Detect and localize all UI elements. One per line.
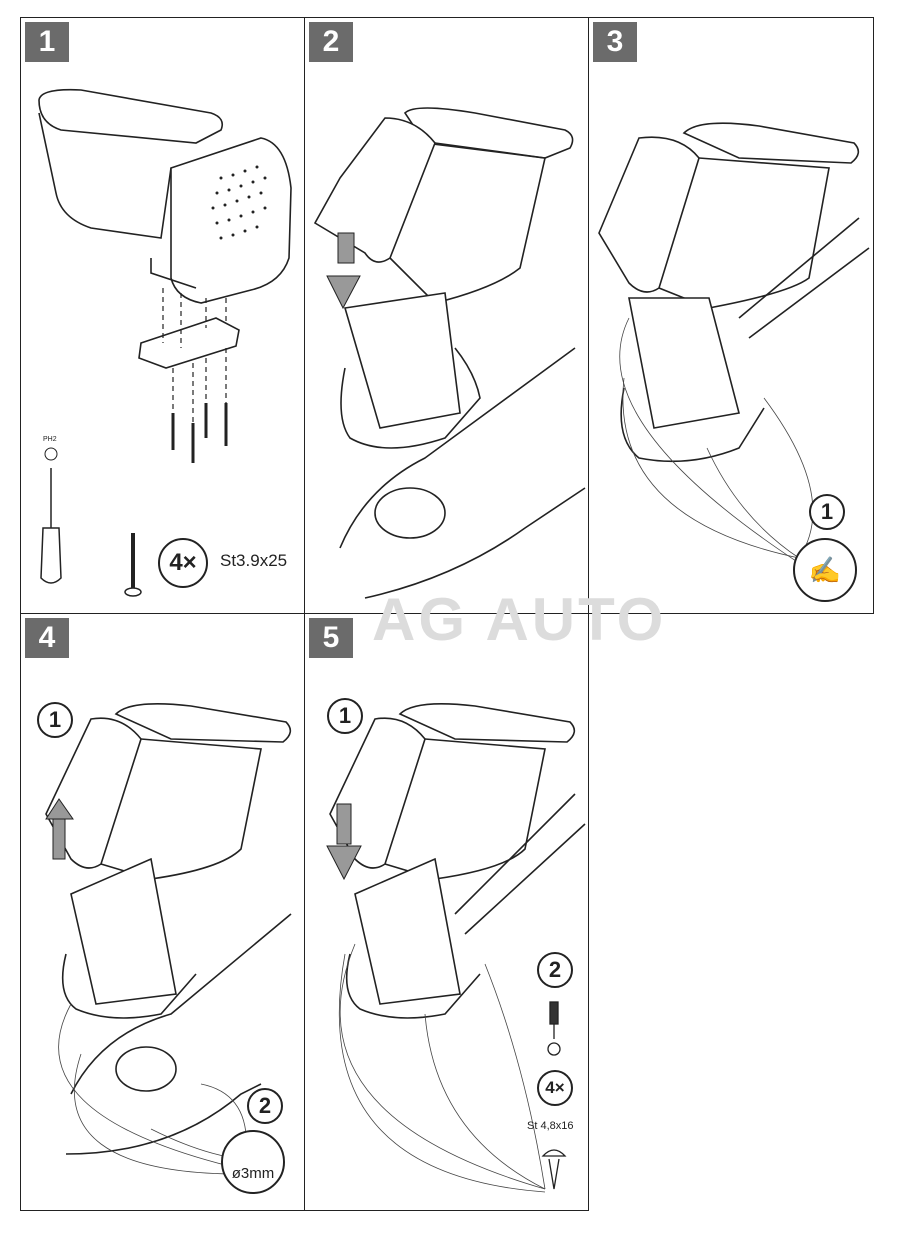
step-4-panel: 4 1 2 ø3mm (20, 613, 305, 1211)
step-number-badge: 2 (309, 22, 353, 62)
step-number-badge: 1 (25, 22, 69, 62)
callout-number-2: 2 (247, 1088, 283, 1124)
hand-marking-icon: ✍ (793, 538, 857, 602)
step-number-badge: 4 (25, 618, 69, 658)
quantity-badge: 4× (158, 538, 208, 588)
step-1-panel: 1 PH2 4× St3.9x25 (20, 17, 305, 614)
armrest-fixing-illustration (326, 702, 586, 1193)
screw-spec-label: St 4,8x16 (527, 1120, 574, 1132)
screwdriver-type-label: PH2 (43, 436, 57, 443)
armrest-lower-illustration (313, 107, 586, 599)
step-number-badge: 3 (593, 22, 637, 62)
callout-number-2: 2 (537, 952, 573, 988)
drill-size-label: ø3mm (231, 1165, 275, 1182)
callout-number: 1 (809, 494, 845, 530)
armrest-lift-drill-illustration (45, 702, 292, 1175)
quantity-badge: 4× (537, 1070, 573, 1106)
step-number-badge: 5 (309, 618, 353, 658)
screw-spec-label: St3.9x25 (220, 551, 288, 570)
step-3-panel: 3 1 ✍ (588, 17, 874, 614)
step-5-panel: 5 1 2 4× St 4,8x16 (304, 613, 589, 1211)
armrest-exploded-illustration (38, 88, 292, 597)
callout-number-1: 1 (37, 702, 73, 738)
armrest-mounting-illustration (598, 122, 870, 564)
drill-detail: ø3mm (221, 1130, 285, 1194)
callout-number-1: 1 (327, 698, 363, 734)
step-2-panel: 2 (304, 17, 589, 614)
